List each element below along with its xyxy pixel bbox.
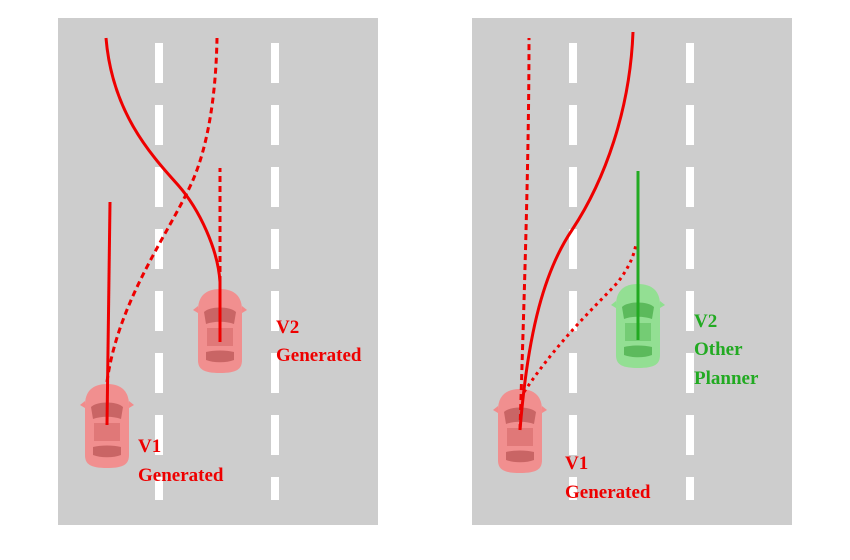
left-v1-label-line1: V1	[138, 436, 161, 457]
right-v1-straight-trajectory	[518, 37, 531, 431]
right-panel: V2 Other Planner V1 Generated	[472, 18, 792, 525]
right-v1-label-line2: Generated	[565, 482, 651, 503]
right-v2-label-line2: Other	[694, 339, 743, 360]
left-panel: V2 Generated V1 Generated	[58, 18, 378, 525]
right-v1-interaction-trajectory	[522, 243, 638, 393]
right-v2-label: V2 Other Planner	[694, 311, 759, 389]
left-v2-label-line2: Generated	[276, 345, 362, 366]
left-v1-label-line2: Generated	[138, 465, 224, 486]
right-v1-label: V1 Generated	[565, 453, 651, 503]
right-v1-lane-change-trajectory	[518, 31, 635, 431]
right-v1-label-line1: V1	[565, 453, 588, 474]
left-v2-label-line1: V2	[276, 317, 299, 338]
left-v2-label: V2 Generated	[276, 317, 362, 366]
left-v1-label: V1 Generated	[138, 436, 224, 486]
left-v1-lane-change-trajectory	[105, 37, 219, 383]
left-v1-straight-trajectory	[105, 201, 112, 426]
right-v2-label-line1: V2	[694, 311, 717, 332]
right-v1-car	[493, 389, 547, 473]
left-v2-lane-change-trajectory	[104, 37, 222, 342]
right-v2-label-line3: Planner	[694, 368, 759, 389]
